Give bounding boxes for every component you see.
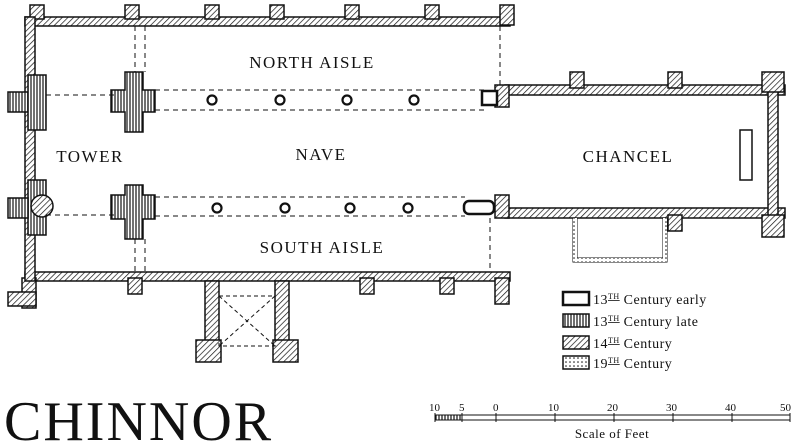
respond-north <box>480 89 499 107</box>
legend-swatch-13-early <box>561 290 591 307</box>
north-aisle-label: NORTH AISLE <box>249 53 375 72</box>
scale-tick-label: 5 <box>459 402 465 414</box>
scale-tick-label: 50 <box>780 402 792 414</box>
south-aisle-label: SOUTH AISLE <box>260 238 385 257</box>
south-wall <box>7 271 511 309</box>
page-title: CHINNOR <box>4 391 273 444</box>
nave-label: NAVE <box>295 145 346 164</box>
respond-south <box>462 199 496 216</box>
arcade-lines <box>34 26 501 272</box>
legend-swatch-13-late <box>562 313 590 328</box>
altar <box>739 129 753 181</box>
tower-label: TOWER <box>56 147 124 166</box>
nave-piers <box>206 94 420 214</box>
legend-swatch-14 <box>562 335 590 350</box>
west-wall <box>7 16 54 282</box>
north-wall <box>24 4 515 27</box>
south-porch <box>195 280 299 363</box>
chancel-label: CHANCEL <box>583 147 674 166</box>
stair-turret <box>30 194 54 218</box>
scale-tick-label: 30 <box>666 402 678 414</box>
legend-swatch-19 <box>562 355 590 370</box>
scale-tick-label: 20 <box>607 402 619 414</box>
chancel-arch <box>462 84 510 219</box>
tower-piers <box>110 71 156 240</box>
scale-tick-label: 10 <box>429 402 441 414</box>
chancel-walls <box>504 71 786 263</box>
scale-bar: 10 5 0 10 20 30 40 50 Scale of Feet <box>429 402 792 441</box>
scale-tick-label: 0 <box>493 402 499 414</box>
scale-tick-label: 40 <box>725 402 737 414</box>
scale-caption: Scale of Feet <box>575 426 649 441</box>
scale-tick-label: 10 <box>548 402 560 414</box>
